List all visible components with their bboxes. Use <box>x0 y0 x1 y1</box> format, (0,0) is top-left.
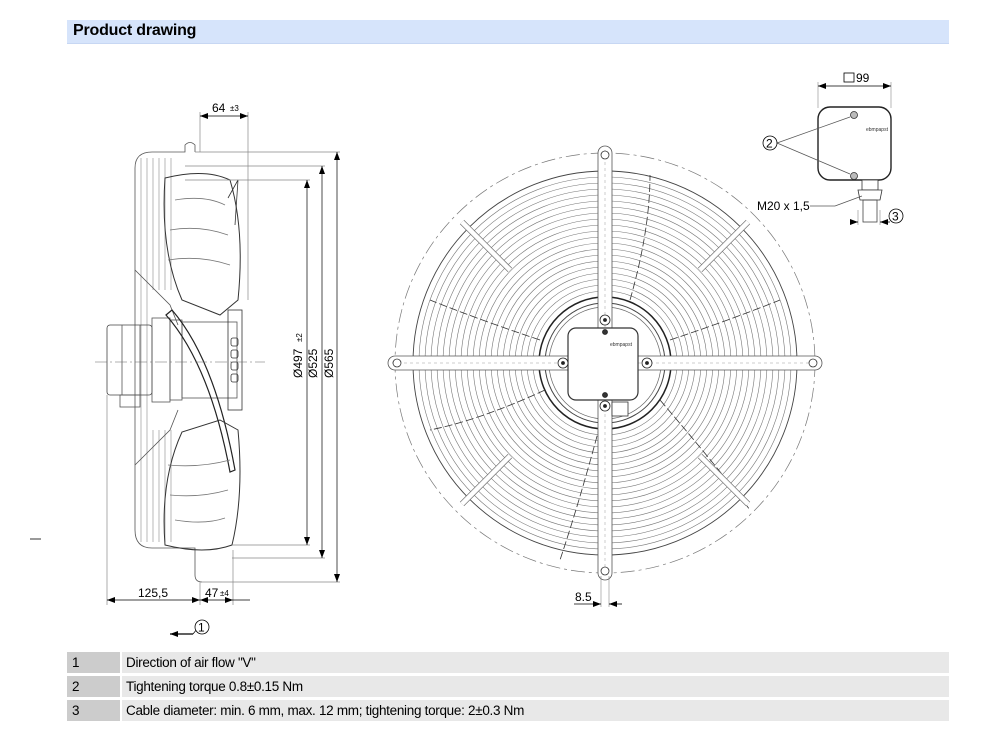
section-header: Product drawing <box>67 20 949 44</box>
dim-bottom-right: 47 <box>205 586 219 600</box>
legend-row: 1 Direction of air flow "V" <box>67 652 949 673</box>
dim-bottom-left: 125,5 <box>138 586 168 600</box>
legend-description: Direction of air flow "V" <box>122 652 949 673</box>
airflow-callout: 1 <box>170 619 210 637</box>
thread-label: M20 x 1,5 <box>757 199 810 213</box>
motor-vents <box>230 337 239 383</box>
legend-table: 1 Direction of air flow "V" 2 Tightening… <box>67 652 949 724</box>
side-view <box>95 142 265 583</box>
callout-3-label: 3 <box>892 210 899 224</box>
mounting-holes <box>392 150 818 576</box>
dim-depth-top: 64 <box>212 101 226 115</box>
diagonal-struts <box>459 219 751 507</box>
legend-number: 2 <box>67 676 120 697</box>
dim-depth-top-tol: ±3 <box>230 104 239 113</box>
terminal-box-detail: ebmpapst <box>762 72 904 225</box>
dim-diameter-497: Ø497 <box>291 348 305 378</box>
hub-screws <box>557 314 653 412</box>
section-title: Product drawing <box>73 22 197 39</box>
legend-row: 3 Cable diameter: min. 6 mm, max. 12 mm;… <box>67 700 949 721</box>
margin-mark <box>30 538 41 540</box>
callout-circle-1 <box>194 619 210 635</box>
callout-circle-2 <box>762 135 778 151</box>
fan-blades-hidden <box>429 174 781 561</box>
legend-number: 3 <box>67 700 120 721</box>
cable-gland <box>611 401 629 417</box>
legend-row: 2 Tightening torque 0.8±0.15 Nm <box>67 676 949 697</box>
side-view-labels: 64 ±3 Ø497 ±2 Ø525 Ø565 125,5 47 ±4 <box>138 101 336 600</box>
product-drawing: 64 ±3 Ø497 ±2 Ø525 Ø565 125,5 47 ±4 1 <box>95 71 904 637</box>
dim-bracket-width: 8.5 <box>575 590 592 604</box>
square-symbol <box>843 72 855 83</box>
terminal-brand-label: ebmpapst <box>866 127 889 133</box>
callout-2-label: 2 <box>766 137 773 151</box>
fan-blade-bottom <box>163 419 241 551</box>
dim-diameter-565: Ø565 <box>322 348 336 378</box>
callout-circle-3 <box>888 208 904 224</box>
dim-diameter-525: Ø525 <box>306 348 320 378</box>
dim-diameter-497-tol: ±2 <box>295 333 304 342</box>
fan-blade-middle <box>165 309 236 473</box>
legend-description: Cable diameter: min. 6 mm, max. 12 mm; t… <box>122 700 949 721</box>
hub-terminal-box <box>567 327 639 401</box>
guard-frame <box>134 168 203 583</box>
legend-description: Tightening torque 0.8±0.15 Nm <box>122 676 949 697</box>
terminal-box-outline <box>817 106 892 181</box>
motor-housing <box>106 324 153 396</box>
terminal-box-size: 99 <box>856 71 870 85</box>
hub-brand-label: ebmpapst <box>610 342 633 348</box>
side-view-dimensions <box>106 112 340 605</box>
fan-blade-top <box>163 172 241 316</box>
legend-number: 1 <box>67 652 120 673</box>
front-view: ebmpapst <box>387 145 823 607</box>
dim-bottom-right-tol: ±4 <box>220 589 229 598</box>
callout-1-label: 1 <box>198 621 205 635</box>
